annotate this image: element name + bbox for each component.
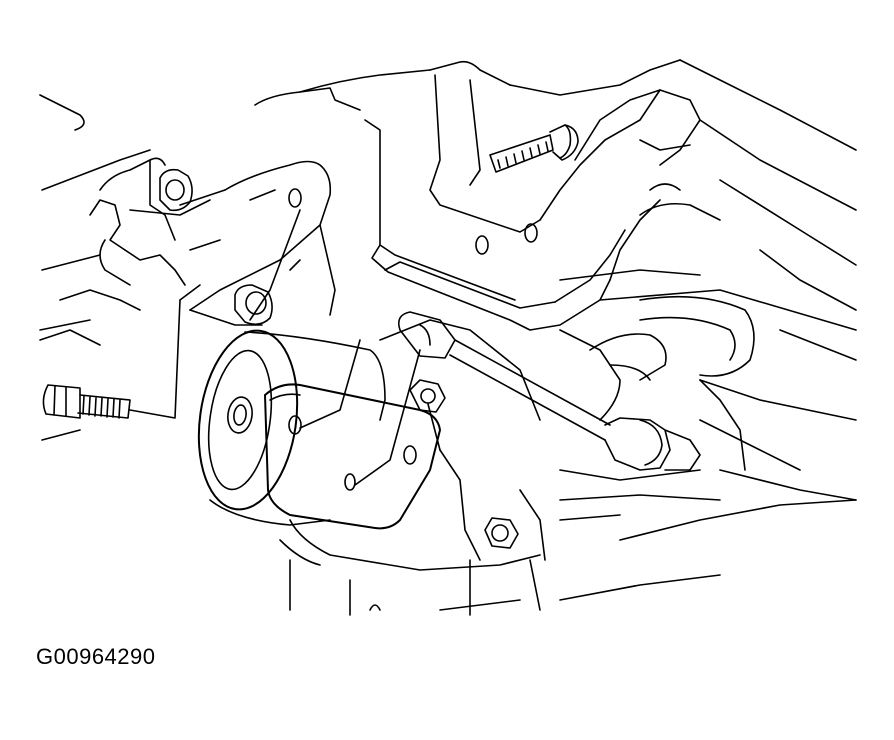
lower-housing	[280, 320, 545, 570]
left-bolt	[43, 300, 180, 418]
nut-center	[410, 380, 445, 450]
nut-upper-left	[160, 170, 192, 211]
upper-center-bracket	[365, 75, 700, 330]
nut-center-left	[235, 285, 272, 324]
upper-left-bracket	[180, 162, 335, 326]
left-transmission-housing	[40, 158, 220, 345]
engine-mount-cylinder	[188, 324, 385, 525]
stabilizer-rod	[399, 312, 700, 470]
nut-lower	[485, 518, 518, 548]
figure-code: G00964290	[36, 644, 156, 669]
frame-structure	[40, 60, 856, 615]
right-side-lines	[560, 297, 800, 520]
mount-plate	[265, 340, 440, 528]
upper-bolt	[490, 125, 578, 172]
